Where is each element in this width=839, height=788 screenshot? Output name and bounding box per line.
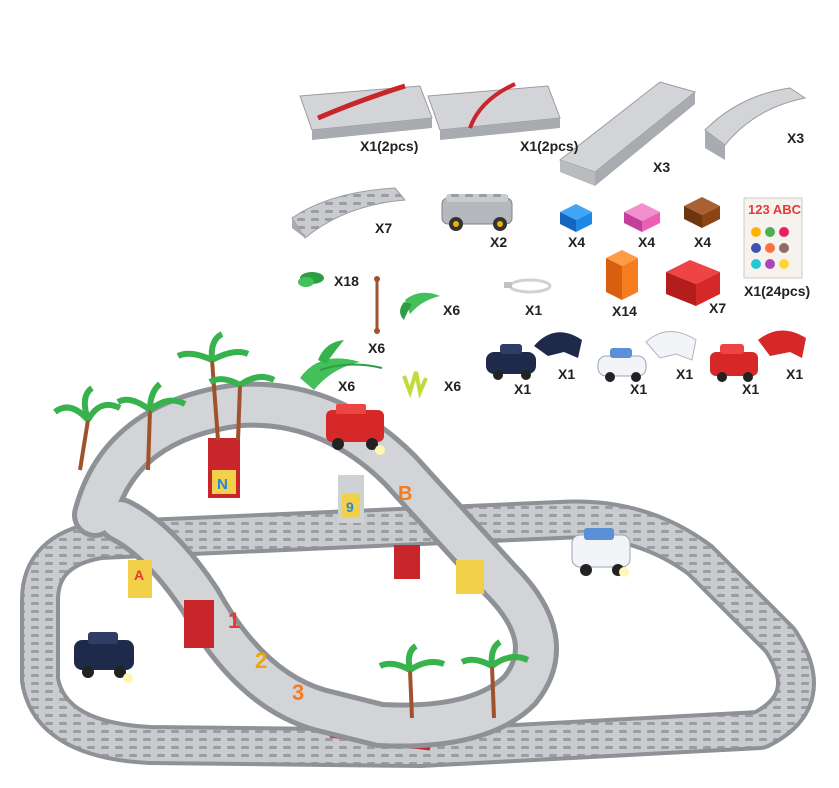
usb-cable-piece [504,278,552,294]
track-number-3: 3 [292,680,304,705]
ramp-track-piece [558,81,697,186]
leaf-medium-piece [400,292,440,320]
cross-track-piece [299,83,433,140]
qty-ramp-track: X3 [653,159,671,175]
palm-tree-1 [53,385,122,471]
qty-leaf-small: X18 [334,273,359,289]
qty-police-car: X1 [514,381,532,397]
ambulance-shell-piece [645,331,697,361]
qty-tree-trunk: X6 [368,340,386,356]
qty-brown-brick: X4 [694,234,712,250]
fire-shell-piece [758,330,806,358]
qty-bridge-track: X3 [787,130,805,146]
bridge-track-piece [704,87,807,160]
blue-brick-piece [560,204,592,232]
sticker-text: 123 ABC [748,202,802,217]
qty-sticker-sheet: X1(24pcs) [744,283,811,299]
pillar-letter-n: N [217,476,228,493]
qty-fire-shell: X1 [786,366,804,382]
qty-police-shell: X1 [558,366,576,382]
brown-brick-piece [684,197,720,228]
qty-ambulance-car: X1 [630,381,648,397]
leaf-small-piece [298,272,324,287]
qty-fire-car: X1 [742,381,760,397]
sticker-sheet-piece: 123 ABC [743,197,803,279]
palm-tree-2 [116,381,187,471]
tree-trunk-piece [374,276,380,334]
qty-ambulance-shell: X1 [676,366,694,382]
palm-tree-5 [378,643,446,719]
qty-car-chassis: X2 [490,234,508,250]
fire-truck-on-track [326,404,385,455]
police-shell-piece [534,332,582,358]
qty-curve-track: X7 [375,220,393,236]
pillar-n: N [208,438,240,498]
orange-tall-brick-piece [606,250,638,300]
qty-grass-piece: X6 [444,378,462,394]
palm-tree-4 [208,373,276,441]
track-number-2: 2 [255,648,267,673]
qty-leaf-medium: X6 [443,302,461,318]
ambulance-on-track [571,528,631,577]
palm-tree-3 [176,331,250,441]
ambulance-car-piece [597,348,647,382]
fire-car-piece [710,344,758,382]
pillar-letter-a: A [134,567,144,583]
qty-palm-leaf-large: X6 [338,378,356,394]
pillar-a: A [128,560,152,598]
qty-red-arch-brick: X7 [709,300,727,316]
pillar-9: 9 [338,475,364,523]
qty-orange-tall-brick: X14 [612,303,637,319]
pillar-red-right [394,545,484,594]
qty-usb-cable: X1 [525,302,543,318]
qty-pink-brick: X4 [638,234,656,250]
pillar-number-9: 9 [346,499,354,515]
switch-track-piece [427,82,561,140]
qty-blue-brick: X4 [568,234,586,250]
track-number-1: 1 [228,608,240,633]
palm-leaf-large-piece [300,340,383,390]
police-car-piece [486,344,536,380]
pillar-red-left [184,600,214,648]
qty-switch-track: X1(2pcs) [520,138,579,154]
qty-cross-track: X1(2pcs) [360,138,419,154]
curve-track-piece [291,187,406,239]
red-arch-brick-piece [666,260,720,306]
track-letter-b: B [398,483,412,505]
car-chassis-piece [441,194,513,231]
palm-tree-6 [460,639,530,719]
police-car-on-track [74,632,134,683]
pink-brick-piece [624,203,660,232]
grass-piece [402,371,428,399]
